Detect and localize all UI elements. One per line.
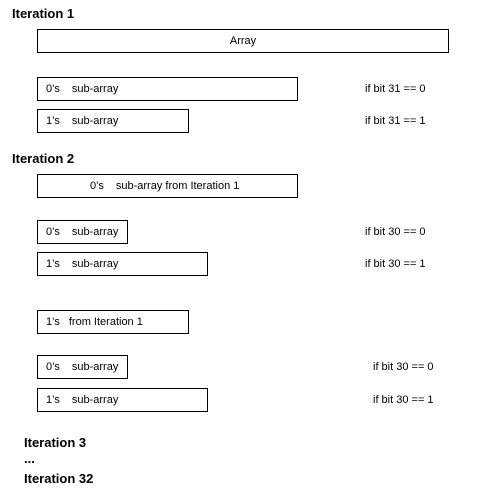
iteration-1-heading: Iteration 1 <box>12 6 75 21</box>
iteration-2-heading: Iteration 2 <box>12 151 75 166</box>
iteration-1-zeros-label: 0’s sub-array <box>46 79 118 99</box>
zeros-a-suffix: sub-array <box>71 226 119 238</box>
from-zeros-suffix: sub-array from Iteration 1 <box>115 180 240 192</box>
ones-a-suffix: sub-array <box>71 258 119 270</box>
zeros-a-prefix: 0’s <box>46 226 60 238</box>
ellipsis: ... <box>24 451 35 466</box>
iteration-1-ones-label: 1’s sub-array <box>46 111 118 131</box>
zeros-a-label: 0’s sub-array <box>46 222 118 242</box>
from-zeros-label: 0’s sub-array from Iteration 1 <box>90 176 239 196</box>
ones-a-label: 1’s sub-array <box>46 254 118 274</box>
iteration-2-ones-subarray-box-a: 1’s sub-array <box>37 252 208 276</box>
iteration-2-zeros-a-condition: if bit 30 == 0 <box>365 226 426 238</box>
iteration-1-ones-condition: if bit 31 == 1 <box>365 115 426 127</box>
iteration-1-zeros-subarray-box: 0’s sub-array <box>37 77 298 101</box>
from-ones-label: 1’s from Iteration 1 <box>46 312 143 332</box>
iteration-2-ones-subarray-box-b: 1’s sub-array <box>37 388 208 412</box>
iteration-2-zeros-subarray-box-b: 0’s sub-array <box>37 355 128 379</box>
ones-b-label: 1’s sub-array <box>46 390 118 410</box>
ones-b-suffix: sub-array <box>71 394 119 406</box>
zeros-prefix: 0’s <box>46 83 60 95</box>
iteration-2-from-zeros-box: 0’s sub-array from Iteration 1 <box>37 174 298 198</box>
ones-b-prefix: 1’s <box>46 394 60 406</box>
ones-suffix: sub-array <box>71 115 119 127</box>
iteration-1-ones-subarray-box: 1’s sub-array <box>37 109 189 133</box>
iteration-1-zeros-condition: if bit 31 == 0 <box>365 83 426 95</box>
iteration-2-zeros-b-condition: if bit 30 == 0 <box>373 361 434 373</box>
iteration-2-ones-b-condition: if bit 30 == 1 <box>373 394 434 406</box>
iteration-32-heading: Iteration 32 <box>24 471 94 486</box>
zeros-b-suffix: sub-array <box>71 361 119 373</box>
iteration-2-ones-a-condition: if bit 30 == 1 <box>365 258 426 270</box>
ones-a-prefix: 1’s <box>46 258 60 270</box>
zeros-b-label: 0’s sub-array <box>46 357 118 377</box>
from-zeros-prefix: 0’s <box>90 180 104 192</box>
zeros-suffix: sub-array <box>71 83 119 95</box>
zeros-b-prefix: 0’s <box>46 361 60 373</box>
iteration-2-from-ones-box: 1’s from Iteration 1 <box>37 310 189 334</box>
from-ones-suffix: from Iteration 1 <box>68 316 143 328</box>
array-box: Array <box>37 29 449 53</box>
iteration-3-heading: Iteration 3 <box>24 435 87 450</box>
from-ones-prefix: 1’s <box>46 316 60 328</box>
ones-prefix: 1’s <box>46 115 60 127</box>
iteration-2-zeros-subarray-box-a: 0’s sub-array <box>37 220 128 244</box>
array-label: Array <box>229 35 257 47</box>
